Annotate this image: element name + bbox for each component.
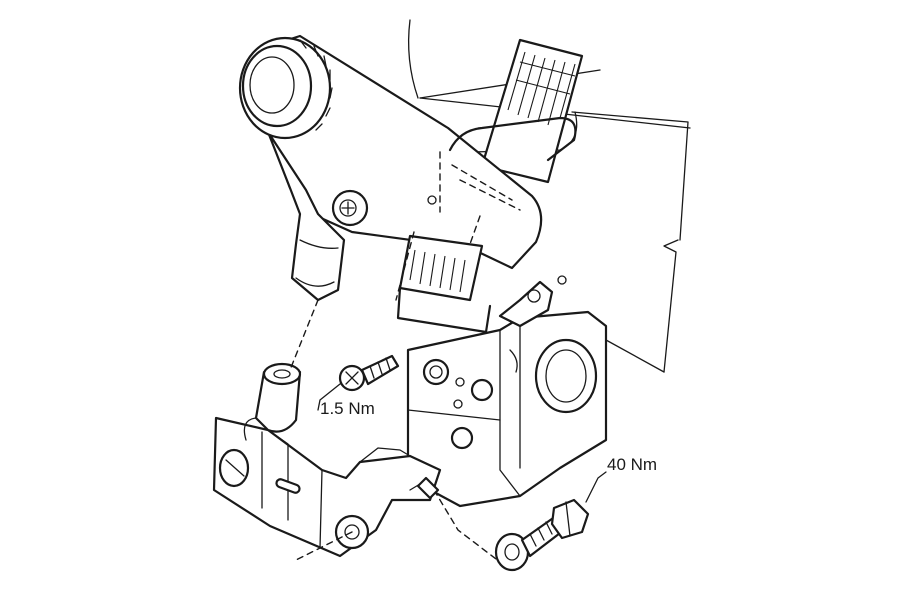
torque-label-large-bolt: 40 Nm — [607, 455, 658, 474]
upper-guide-arm — [260, 34, 543, 302]
wire-guide-loop — [427, 116, 577, 213]
slider-bracket-lower — [212, 416, 442, 558]
pivot-bolt-upper — [331, 189, 369, 227]
lower-post — [243, 362, 302, 441]
height-adjust-knob — [238, 36, 333, 140]
belt-webbing-lower — [395, 215, 492, 334]
screw-small — [317, 354, 400, 411]
clip-screw — [409, 476, 440, 500]
belt-webbing-upper — [480, 38, 584, 184]
torque-label-small-screw: 1.5 Nm — [320, 399, 375, 418]
mounting-bracket — [406, 275, 608, 508]
bolt-large — [494, 471, 607, 572]
